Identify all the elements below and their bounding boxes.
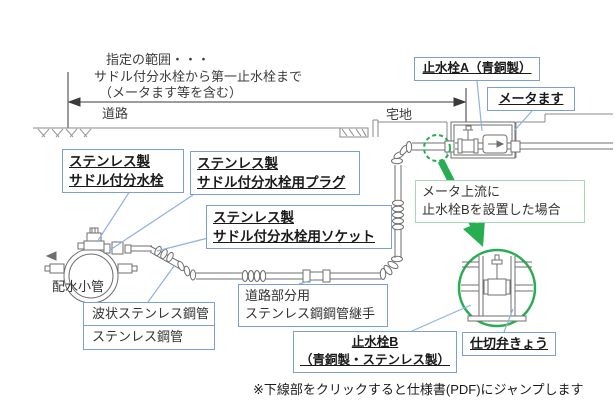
range-note-line1: 指定の範囲・・・ (106, 52, 211, 67)
joint-label-box: 道路部分用 ステンレス鋼鋼管継手 (238, 284, 388, 327)
green-dashed-circle (423, 134, 451, 162)
meter-pit-drawing (444, 121, 613, 159)
socket-label-line1[interactable]: ステンレス製 (213, 210, 294, 225)
joint-label-line2: ステンレス鋼鋼管継手 (245, 306, 376, 322)
footnote: ※下線部をクリックすると仕様書(PDF)にジャンプします (253, 382, 584, 397)
socket-label-line2[interactable]: サドル付分水栓用ソケット (213, 229, 375, 245)
pipe-joint-drawing (302, 269, 331, 283)
distribution-pipe-label: 配水小管 (52, 279, 105, 294)
plug-label-box[interactable]: ステンレス製 サドル付分水栓用プラグ (190, 151, 360, 196)
water-meter-drawing (482, 134, 508, 154)
saddle-label-line2[interactable]: サドル付分水栓 (69, 173, 164, 189)
range-note-line3: （メータます等を含む） (99, 85, 243, 100)
road-gutter (339, 127, 369, 138)
residential-label: 宅地 (386, 107, 413, 122)
plug-label-line2[interactable]: サドル付分水栓用プラグ (197, 175, 346, 191)
corrugated-pipe-label: 波状ステンレス鋼管 (92, 306, 210, 321)
dimension-arrow (67, 72, 467, 134)
valve-a-label-box[interactable]: 止水栓A（青銅製） (414, 57, 540, 81)
gate-valve-box-label[interactable]: 仕切弁きょう (469, 336, 548, 351)
leader-lines (96, 80, 533, 333)
valve-b-case-line1: メータ上流に (422, 184, 501, 199)
valve-b-case-note-box: メータ上流に 止水栓Bを設置した場合 (415, 180, 585, 223)
valve-b-label-line2[interactable]: （青銅製・ステンレス製） (300, 352, 451, 367)
valve-b-label-line1[interactable]: 止水栓B (351, 335, 399, 349)
saddle-tap-label-box[interactable]: ステンレス製 サドル付分水栓 (62, 149, 184, 194)
valve-b-case-line2: 止水栓Bを設置した場合 (422, 202, 561, 218)
pipes-label-box: 波状ステンレス鋼管 ステンレス鋼管 (83, 302, 215, 350)
valve-a-label[interactable]: 止水栓A（青銅製） (422, 61, 532, 75)
road-label: 道路 (102, 106, 129, 121)
service-pipe-drawing (149, 245, 381, 282)
riser-pipe-drawing (379, 141, 446, 280)
stop-valve-a-drawing (457, 125, 479, 154)
saddle-label-line1[interactable]: ステンレス製 (69, 154, 150, 169)
valve-b-detail-drawing (457, 248, 537, 328)
saddle-tap-drawing (44, 227, 152, 304)
socket-label-box[interactable]: ステンレス製 サドル付分水栓用ソケット (206, 205, 392, 250)
steel-pipe-label: ステンレス鋼管 (84, 325, 214, 348)
range-note-line2: サドル付分水栓から第一止水栓まで (94, 69, 303, 84)
plug-label-line1[interactable]: ステンレス製 (197, 156, 278, 171)
meter-pit-label-box[interactable]: メータます (487, 87, 575, 112)
valve-b-label-box[interactable]: 止水栓B （青銅製・ステンレス製） (293, 331, 457, 373)
joint-label-line1: 道路部分用 (245, 288, 311, 303)
meter-pit-label[interactable]: メータます (498, 91, 564, 106)
gate-valve-box-label-box[interactable]: 仕切弁きょう (462, 332, 556, 357)
